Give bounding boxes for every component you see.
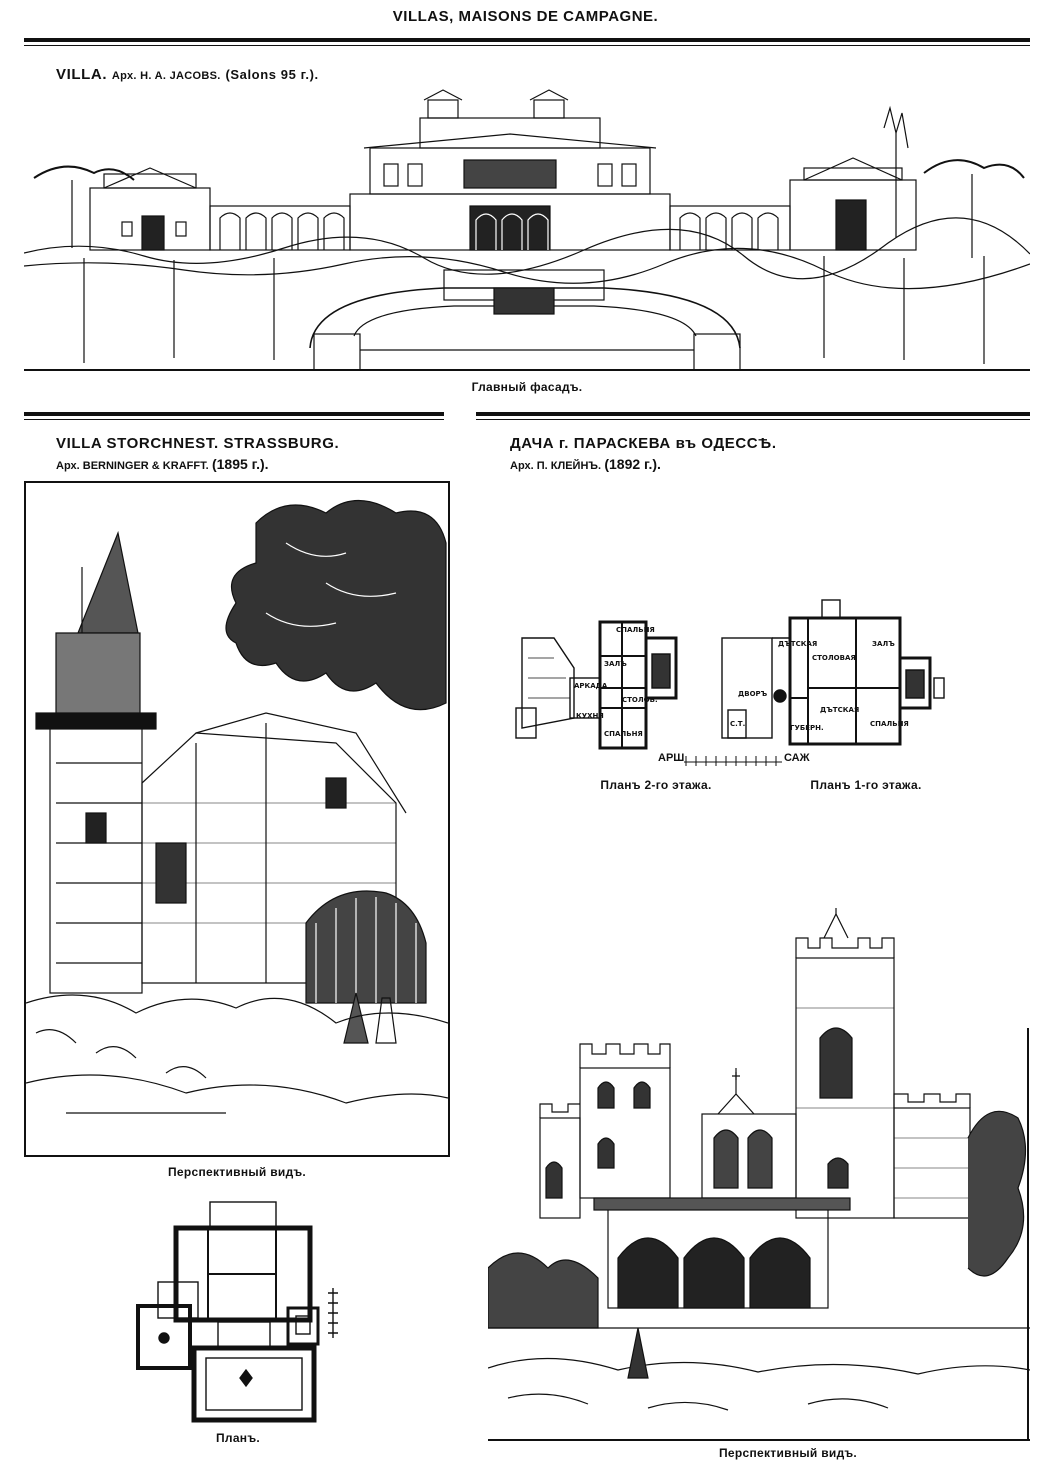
paraskeva-perspective-drawing	[488, 908, 1030, 1441]
villa-jacobs-architect: Арх. H. A. JACOBS.	[111, 70, 221, 82]
plan2-room-4: СТОЛОВ.	[622, 696, 658, 704]
scale-ticks	[684, 756, 782, 766]
rule-left-thin	[24, 419, 444, 420]
villa-jacobs-title: VILLA. Арх. H. A. JACOBS. (Salons 95 г.)…	[56, 66, 319, 83]
storchnest-plan-drawing	[136, 1201, 338, 1423]
scale-bar: АРШ САЖ	[658, 752, 818, 766]
plan2-room-6: СПАЛЬНЯ	[604, 730, 643, 738]
scale-label-arsh: АРШ	[658, 752, 685, 764]
rule-right-thin	[476, 419, 1030, 420]
scale-label-sazh: САЖ	[784, 752, 810, 764]
plan2-room-5: КУХНЯ	[576, 712, 604, 720]
plan1-room-5: ГУБЕРН.	[790, 724, 824, 732]
plan1-room-7: СПАЛЬНЯ	[870, 720, 909, 728]
paraskeva-plan2-caption: Планъ 2-го этажа.	[600, 778, 712, 792]
paraskeva-year: (1892 г.).	[604, 456, 661, 472]
paraskeva-subtitle: Арх. П. КЛЕЙНЪ. (1892 г.).	[510, 456, 661, 472]
plan1-room-4: ДВОРЪ	[738, 690, 768, 698]
storchnest-perspective-drawing	[26, 500, 448, 1114]
paraskeva-plan1-caption: Планъ 1-го этажа.	[810, 778, 922, 792]
plan2-room-1: СПАЛЬНЯ	[616, 626, 655, 634]
storchnest-subtitle: Арх. BERNINGER & KRAFFT. (1895 г.).	[56, 456, 269, 472]
header-rule-thick	[24, 38, 1030, 42]
storchnest-plan-caption: Планъ.	[215, 1431, 261, 1445]
plan1-room-1: ДЪТСКАЯ	[778, 640, 818, 648]
villa-jacobs-facade-drawing	[24, 89, 1030, 371]
villa-jacobs-note: (Salons 95 г.).	[225, 67, 319, 82]
plan1-room-3: ЗАЛЪ	[872, 640, 895, 648]
villa-jacobs-caption: Главный фасадъ.	[471, 380, 583, 394]
rule-right	[476, 412, 1030, 416]
villa-jacobs-name: VILLA.	[56, 66, 108, 83]
storchnest-view-caption: Перспективный видъ.	[167, 1165, 307, 1179]
paraskeva-title: ДАЧА г. ПАРАСКЕВА въ ОДЕССѢ.	[510, 435, 777, 452]
paraskeva-plan-2nd-floor	[515, 620, 678, 750]
plan1-room-2: СТОЛОВАЯ	[812, 654, 856, 662]
storchnest-title: VILLA STORCHNEST. STRASSBURG.	[56, 435, 340, 452]
running-head: VILLAS, MAISONS DE CAMPAGNE.	[392, 8, 659, 25]
storchnest-architect: Арх. BERNINGER & KRAFFT.	[56, 460, 209, 472]
plan2-room-3: АРКАДА	[574, 682, 608, 690]
paraskeva-plan-1st-floor	[721, 599, 945, 746]
header-rule-thin	[24, 45, 1030, 46]
storchnest-perspective-frame	[24, 481, 450, 1157]
paraskeva-architect: Арх. П. КЛЕЙНЪ.	[510, 460, 602, 472]
paraskeva-view-caption: Перспективный видъ.	[718, 1446, 858, 1460]
plan2-room-2: ЗАЛЪ	[604, 660, 627, 668]
storchnest-year: (1895 г.).	[211, 456, 269, 472]
rule-left	[24, 412, 444, 416]
plan1-room-8: С.Т.	[730, 720, 746, 728]
paraskeva-perspective-frame	[488, 908, 1030, 1441]
plan1-room-6: ДЪТСКАЯ	[820, 706, 860, 714]
